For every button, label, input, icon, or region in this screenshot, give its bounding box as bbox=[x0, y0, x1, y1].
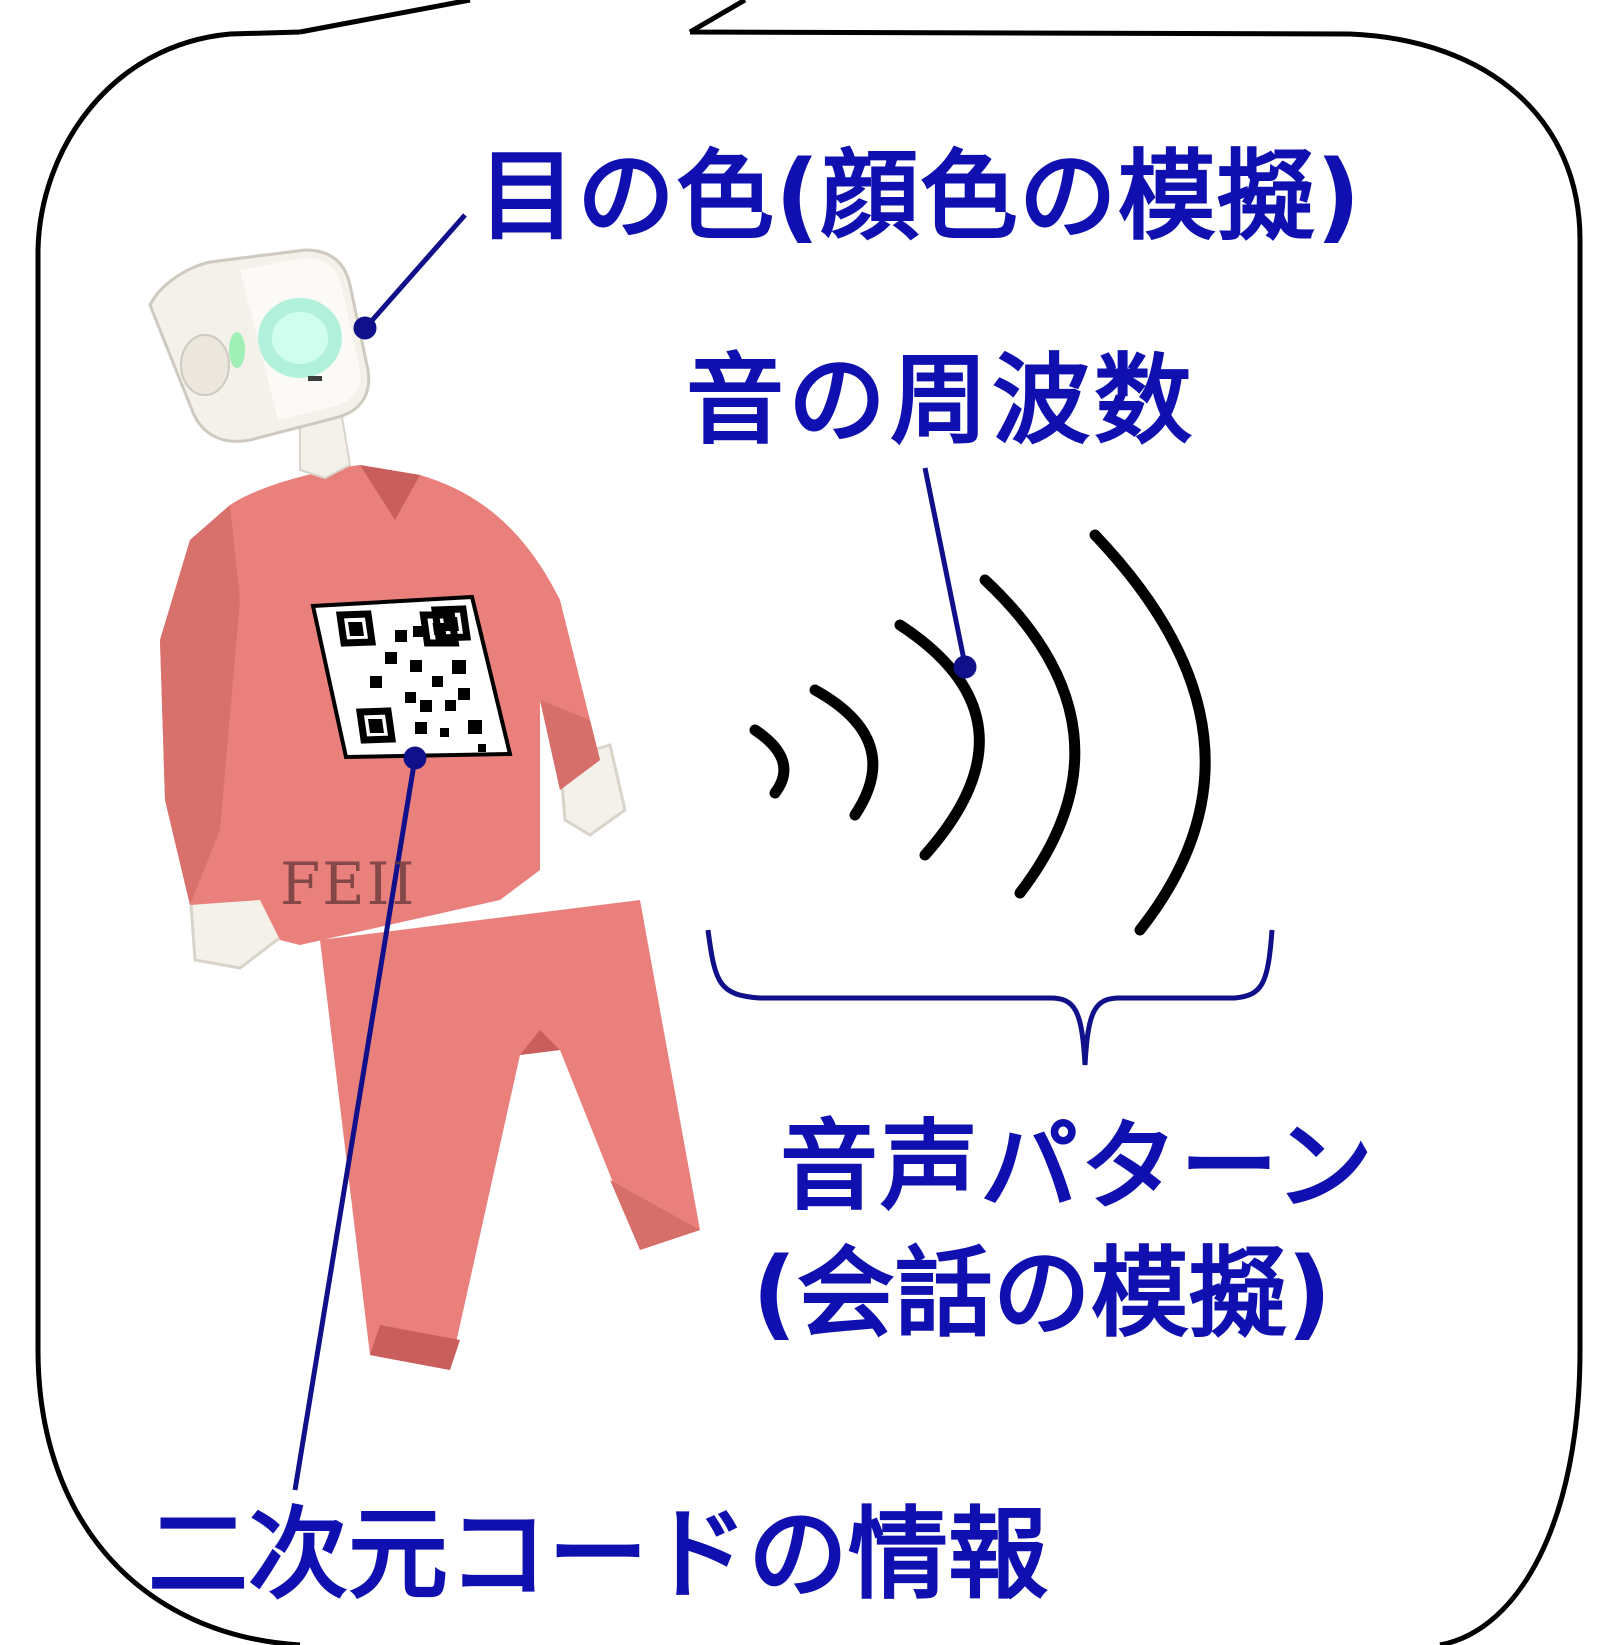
sound-wave-2 bbox=[809, 684, 879, 821]
conversation-simulation-label: (会話の模擬) bbox=[752, 1237, 1332, 1351]
sound-wave-3 bbox=[894, 619, 985, 861]
leader-lines bbox=[292, 213, 977, 1491]
qr-code-info-label: 二次元コードの情報 bbox=[148, 1496, 1048, 1613]
robot-head bbox=[148, 248, 371, 443]
leader-qr bbox=[292, 757, 418, 1491]
speech-bubble bbox=[35, 0, 1583, 1645]
leader-frequency bbox=[922, 467, 968, 666]
curly-brace-icon bbox=[705, 929, 1275, 1066]
sound-wave-5 bbox=[1089, 529, 1211, 936]
sound-waves-icon bbox=[749, 529, 1211, 936]
robot-sensor bbox=[308, 376, 322, 381]
voice-pattern-label: 音声パターン bbox=[780, 1110, 1376, 1224]
qr-code-icon bbox=[310, 594, 513, 760]
shirt-print-text: FEII bbox=[280, 850, 417, 918]
eye-color-label: 目の色(顔色の模擬) bbox=[478, 140, 1362, 254]
robot-pants bbox=[320, 900, 700, 1370]
leader-eye bbox=[366, 213, 467, 327]
robot-figure bbox=[148, 248, 700, 1370]
sound-wave-1 bbox=[749, 724, 790, 799]
robot-side-ear bbox=[180, 334, 230, 396]
sound-wave-4 bbox=[979, 574, 1081, 899]
sound-frequency-label: 音の周波数 bbox=[686, 344, 1197, 458]
